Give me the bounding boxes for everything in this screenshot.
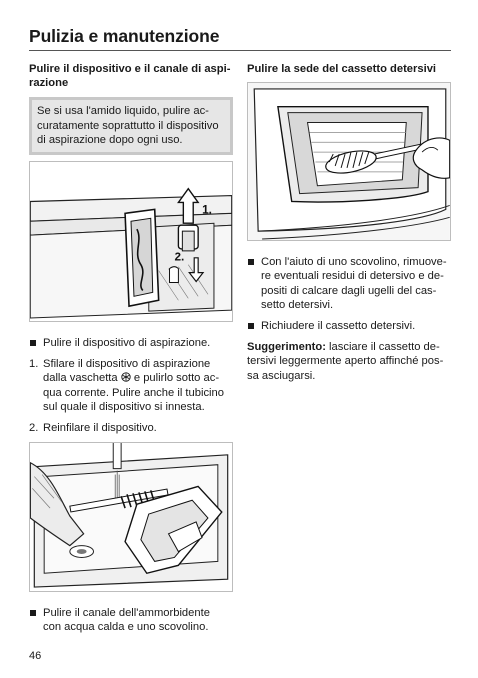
- right-column: Pulire la sede del cassetto detersivi: [247, 62, 451, 383]
- figure-softener-channel: [29, 442, 233, 593]
- page-number: 46: [29, 650, 42, 662]
- note-box: Se si usa l'amido liquido, pulire ac- cu…: [29, 97, 233, 156]
- bullet-square: [30, 340, 36, 347]
- title-rule: [29, 50, 451, 51]
- step-2: 2. Reinfilare il dispositivo.: [29, 422, 157, 435]
- figure-suction-device: 1. 2.: [29, 161, 233, 323]
- tip-label: Suggerimento:: [247, 341, 326, 354]
- bullet-remove-residue: Con l'aiuto di uno scovolino, rimuove- r…: [247, 255, 451, 312]
- bullet-clean-suction: Pulire il dispositivo di aspirazione.: [29, 336, 233, 350]
- section-heading-left: Pulire il dispositivo e il canale di asp…: [29, 63, 231, 90]
- figure-label-step1: 1.: [202, 202, 212, 216]
- bullet-square: [248, 259, 254, 266]
- left-column: Pulire il dispositivo e il canale di asp…: [29, 62, 233, 642]
- step-1: 1. Sfilare il dispositivo di aspirazione…: [29, 358, 224, 413]
- page-title: Pulizia e manutenzione: [29, 26, 220, 46]
- bullet-square: [30, 610, 36, 617]
- bullet-close-drawer: Richiudere il cassetto detersivi.: [247, 319, 451, 333]
- tip-paragraph: Suggerimento: lasciare il cassetto de- t…: [247, 341, 444, 382]
- section-heading-right: Pulire la sede del cassetto detersivi: [247, 63, 437, 75]
- compartment-symbol-icon: [121, 372, 131, 383]
- figure-drawer-housing: [247, 82, 451, 242]
- bullet-square: [248, 323, 254, 330]
- figure-label-step2: 2.: [174, 250, 184, 264]
- bullet-clean-softener-channel: Pulire il canale dell'ammorbidente con a…: [29, 606, 233, 634]
